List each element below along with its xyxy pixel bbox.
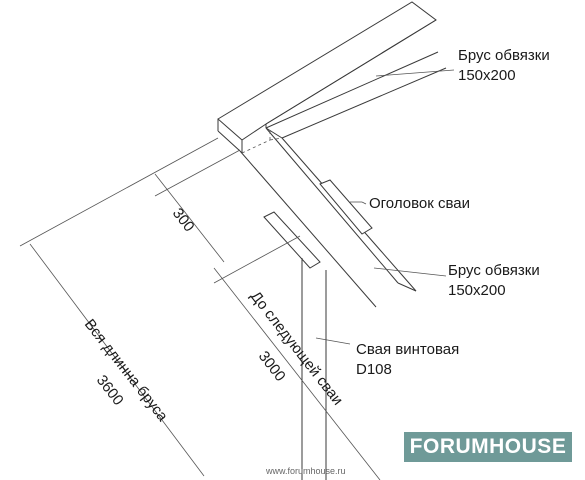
screw-pile [301,258,327,480]
leader-lines [315,69,455,345]
beam-top-label-2: 150x200 [458,67,516,84]
forumhouse-logo[interactable]: FORUMHOUSE [404,432,572,462]
pile-cap-label: Оголовок сваи [369,195,470,212]
site-url[interactable]: www.forumhouse.ru [266,466,346,476]
beam-bottom-label-1: Брус обвязки [448,262,540,279]
to-next-pile-label: До следующей сваи [247,288,346,409]
dimension-lines [19,137,381,480]
upper-beam [217,1,447,153]
full-length-label: Вся длинна бруса [81,316,172,425]
beam-top-label-1: Брус обвязки [458,47,550,64]
pile-label-1: Свая винтовая [356,341,459,358]
beam-bottom-label-2: 150x200 [448,282,506,299]
to-next-pile-value: 3000 [255,348,289,385]
offset-dimension-label: 300 [169,205,198,235]
pile-label-2: D108 [356,361,392,378]
pile-cap [263,179,373,269]
